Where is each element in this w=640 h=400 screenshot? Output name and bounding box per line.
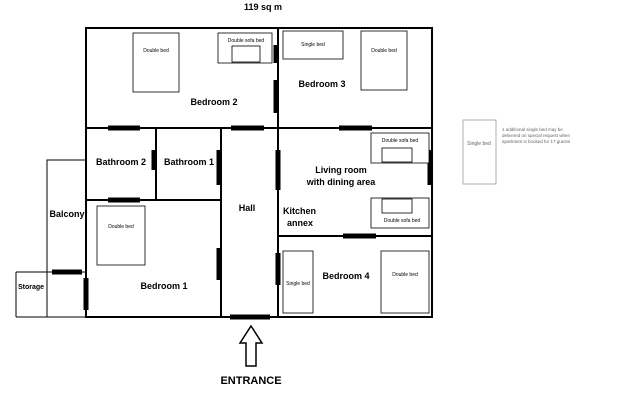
room-label-storage: Storage xyxy=(18,284,44,291)
furn-label-double-bed-b4: Double bed xyxy=(392,272,418,278)
furn-label-single-bed-b4: Single bed xyxy=(286,281,310,287)
furn-label-single-bed-b3: Single bed xyxy=(301,42,325,48)
room-label-bedroom2: Bedroom 2 xyxy=(190,97,237,107)
balcony-walls xyxy=(15,159,86,318)
room-label-kitchen-2: annex xyxy=(287,218,313,228)
room-label-living-1: Living room xyxy=(315,165,367,175)
single-bed-bedroom3 xyxy=(282,30,344,60)
doors xyxy=(52,45,433,320)
room-label-bathroom1: Bathroom 1 xyxy=(164,157,214,167)
room-label-living-2: with dining area xyxy=(306,177,377,187)
side-note-line3: apartment is booked for 17 guests xyxy=(502,139,571,144)
entrance-label: ENTRANCE xyxy=(220,375,281,387)
furn-label-sofa-living-top: Double sofa bed xyxy=(382,138,419,144)
side-single-bed xyxy=(462,119,497,185)
furn-label-double-bed-b3: Double bed xyxy=(371,48,397,54)
double-bed-bedroom1 xyxy=(96,205,146,266)
double-bed-bedroom4 xyxy=(380,250,430,314)
room-label-balcony: Balcony xyxy=(49,209,84,219)
room-label-bathroom2: Bathroom 2 xyxy=(96,157,146,167)
area-label: 119 sq m xyxy=(244,2,282,12)
furn-label-sofa-b2: Double sofa bed xyxy=(228,38,265,44)
side-note-line1: 1 additional single bed may be xyxy=(502,127,563,132)
side-bed-label: Single bed xyxy=(467,141,491,147)
furn-label-sofa-living-bottom: Double sofa bed xyxy=(384,218,421,224)
entrance-arrow-icon xyxy=(238,324,264,367)
room-label-hall: Hall xyxy=(239,203,256,213)
furn-label-double-bed-b2: Double bed xyxy=(143,48,169,54)
side-note-line2: delivered on special request when xyxy=(502,133,571,138)
single-bed-bedroom4 xyxy=(282,250,314,314)
room-label-bedroom3: Bedroom 3 xyxy=(298,79,345,89)
room-label-bedroom1: Bedroom 1 xyxy=(140,281,187,291)
furn-label-double-bed-b1: Double bed xyxy=(108,224,134,230)
room-label-bedroom4: Bedroom 4 xyxy=(322,271,369,281)
double-bed-bedroom2 xyxy=(132,32,180,93)
double-bed-bedroom3 xyxy=(360,30,408,91)
furniture xyxy=(96,30,497,314)
room-label-kitchen-1: Kitchen xyxy=(283,206,316,216)
